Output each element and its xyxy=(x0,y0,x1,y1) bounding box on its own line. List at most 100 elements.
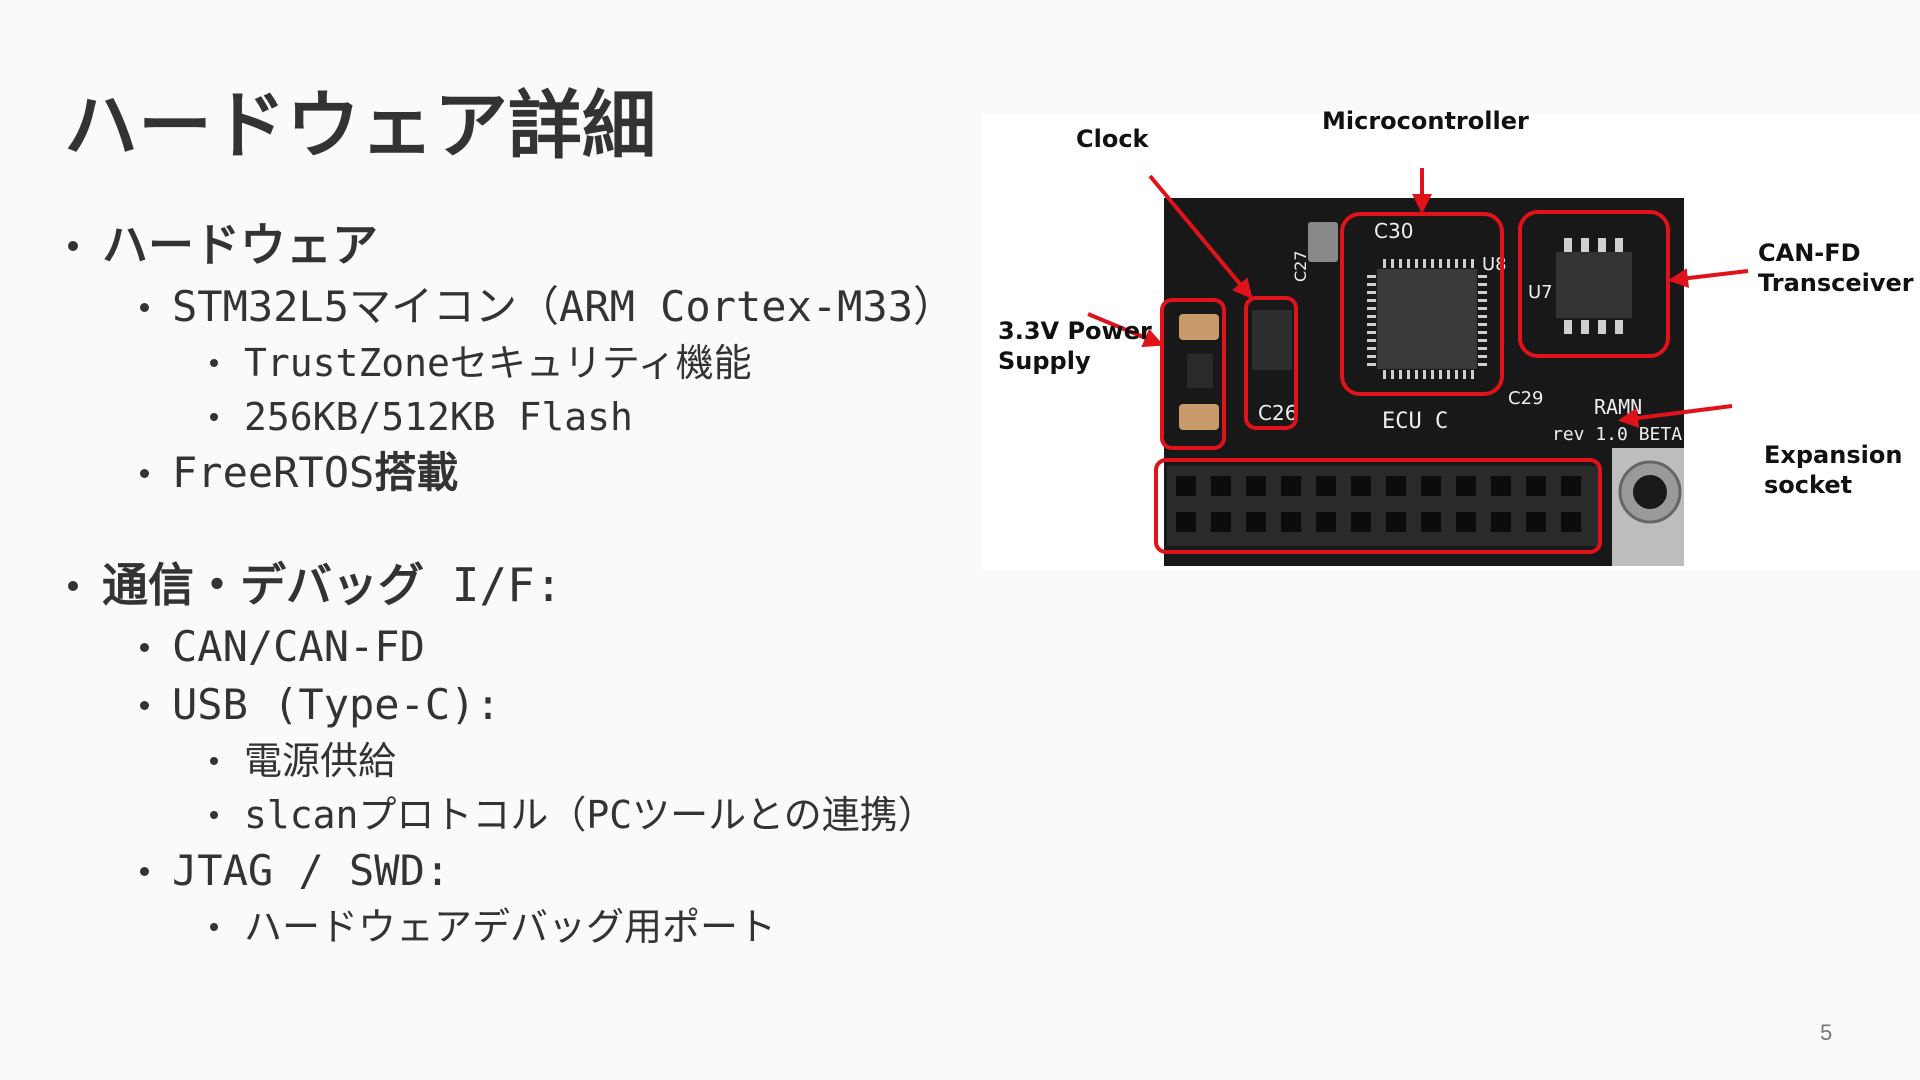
mcu-pin xyxy=(1478,339,1487,342)
header-pin xyxy=(1526,512,1546,532)
slide-title: ハードウェア詳細 xyxy=(64,83,656,169)
mcu-pin xyxy=(1478,363,1487,366)
bullet-trustzone: TrustZoneセキュリティ機能 xyxy=(66,336,966,390)
mcu-pin xyxy=(1407,259,1410,268)
mcu-pin xyxy=(1415,370,1418,379)
header-pins xyxy=(1176,476,1581,532)
bullet-freertos: FreeRTOS搭載 xyxy=(66,444,966,502)
mcu-pin xyxy=(1383,370,1386,379)
silk-c30: C30 xyxy=(1374,219,1413,243)
header-pin xyxy=(1456,476,1476,496)
header-pin xyxy=(1246,512,1266,532)
mcu-chip xyxy=(1377,269,1477,369)
bullet-debug-port: ハードウェアデバッグ用ポート xyxy=(66,900,966,954)
mcu-pin xyxy=(1423,259,1426,268)
bullet-list: ハードウェア STM32L5マイコン（ARM Cortex-M33） Trust… xyxy=(66,212,966,954)
label-expansion-line1: Expansion xyxy=(1764,441,1903,469)
mcu-pin xyxy=(1447,259,1450,268)
mcu-pin xyxy=(1399,259,1402,268)
can-pin xyxy=(1615,320,1623,334)
arrow-socket xyxy=(1618,404,1733,428)
header-pin xyxy=(1316,476,1336,496)
arrow-power xyxy=(1087,312,1164,348)
freertos-suffix: 搭載 xyxy=(374,448,459,497)
silk-c27: C27 xyxy=(1291,250,1310,282)
header-pin xyxy=(1561,512,1581,532)
mcu-pin xyxy=(1478,291,1487,294)
can-chip xyxy=(1556,252,1632,318)
label-expansion-line2: socket xyxy=(1764,471,1853,499)
mcu-pin xyxy=(1478,299,1487,302)
mcu-pin xyxy=(1423,370,1426,379)
comm-debug-suffix: I/F: xyxy=(424,558,563,612)
mcu-pin xyxy=(1415,259,1418,268)
header-pin xyxy=(1211,476,1231,496)
mcu-pin xyxy=(1407,370,1410,379)
mcu-pin xyxy=(1399,370,1402,379)
bullet-can: CAN/CAN-FD xyxy=(66,618,966,676)
header-pin xyxy=(1176,476,1196,496)
bullet-hardware: ハードウェア xyxy=(66,212,966,278)
mcu-pin xyxy=(1367,291,1376,294)
silk-u7: U7 xyxy=(1528,282,1553,303)
mcu-pin xyxy=(1478,275,1487,278)
board-figure: C30 C26 C29 U8 U7 ECU C RAMN rev 1.0 BET… xyxy=(982,107,1920,570)
mcu-pin xyxy=(1471,259,1474,268)
header-pin xyxy=(1561,476,1581,496)
header-pin xyxy=(1421,476,1441,496)
mcu-pin xyxy=(1471,370,1474,379)
label-power-line1: 3.3V Power xyxy=(998,317,1152,345)
mcu-pin xyxy=(1367,299,1376,302)
mcu-pin xyxy=(1478,283,1487,286)
header-pin xyxy=(1526,476,1546,496)
header-pin xyxy=(1351,512,1371,532)
box-header xyxy=(1154,458,1602,554)
cap-top xyxy=(1308,222,1338,262)
can-pin xyxy=(1564,238,1572,252)
mcu-pin xyxy=(1463,370,1466,379)
mcu-pin xyxy=(1478,347,1487,350)
box-power xyxy=(1160,298,1226,450)
freertos-text: FreeRTOS xyxy=(172,448,375,497)
mcu-pin xyxy=(1367,283,1376,286)
mcu-pin xyxy=(1383,259,1386,268)
mcu-pin xyxy=(1431,259,1434,268)
can-pin xyxy=(1598,320,1606,334)
silk-c26: C26 xyxy=(1258,401,1297,425)
mcu-pin xyxy=(1455,370,1458,379)
mcu-pin xyxy=(1367,355,1376,358)
label-microcontroller: Microcontroller xyxy=(1322,107,1529,135)
label-power-line2: Supply xyxy=(998,347,1091,375)
cap-c31 xyxy=(1179,404,1219,430)
bullet-mcu: STM32L5マイコン（ARM Cortex-M33） xyxy=(66,278,966,336)
bullet-jtag: JTAG / SWD: xyxy=(66,842,966,900)
header-pin xyxy=(1281,512,1301,532)
mcu-pin xyxy=(1478,323,1487,326)
can-pin xyxy=(1581,320,1589,334)
can-pins xyxy=(1564,238,1623,334)
can-pin xyxy=(1598,238,1606,252)
header-pin xyxy=(1176,512,1196,532)
header-pin xyxy=(1456,512,1476,532)
mcu-pin xyxy=(1478,355,1487,358)
cap-c32 xyxy=(1179,314,1219,340)
mcu-pin xyxy=(1478,331,1487,334)
header-pin xyxy=(1386,476,1406,496)
box-can xyxy=(1518,210,1670,358)
mcu-pins xyxy=(1367,259,1487,379)
label-canfd-line1: CAN-FD xyxy=(1758,239,1861,267)
label-clock: Clock xyxy=(1076,125,1149,153)
silk-c29: C29 xyxy=(1508,388,1543,409)
bullet-flash: 256KB/512KB Flash xyxy=(66,390,966,444)
board-diagram: C30 C26 C29 U8 U7 ECU C RAMN rev 1.0 BET… xyxy=(1087,168,1749,566)
header-pin xyxy=(1246,476,1266,496)
socket-hole xyxy=(1633,475,1667,509)
label-canfd-line2: Transceiver xyxy=(1758,269,1914,297)
regulator xyxy=(1187,354,1213,388)
mcu-pin xyxy=(1367,363,1376,366)
mcu-pin xyxy=(1367,275,1376,278)
mcu-pin xyxy=(1367,307,1376,310)
header-pin xyxy=(1421,512,1441,532)
mcu-pin xyxy=(1463,259,1466,268)
mcu-pin xyxy=(1439,370,1442,379)
